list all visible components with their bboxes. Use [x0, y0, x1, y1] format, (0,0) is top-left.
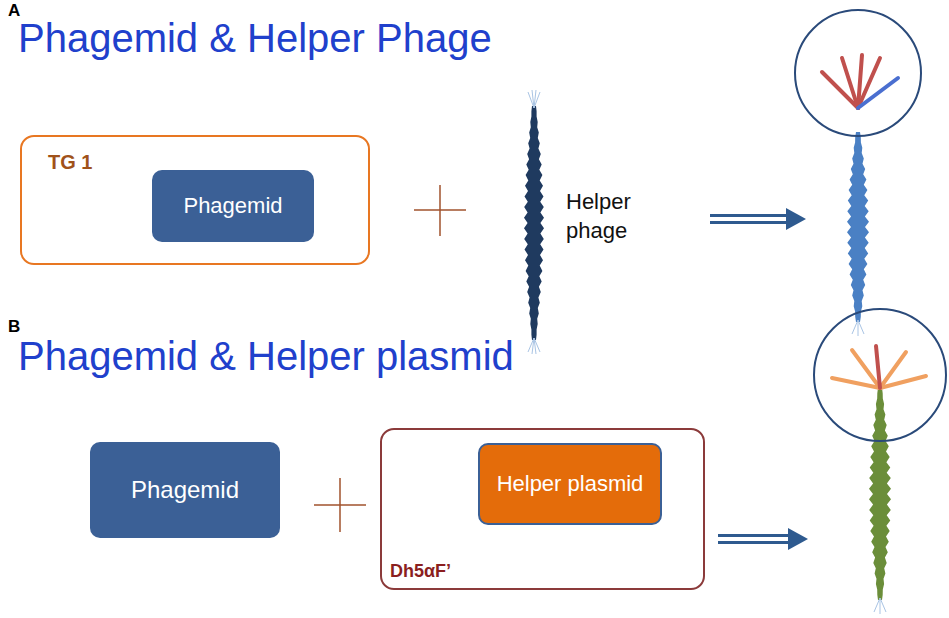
part-label: Helper phage [566, 188, 676, 245]
cell-box: Dh5αF’ Helper plasmid [380, 428, 705, 590]
display-phage [814, 309, 946, 614]
double-arrow [718, 528, 808, 550]
helper-phage [524, 90, 544, 354]
plasmid-box: Helper plasmid [478, 443, 662, 525]
cell-box: TG 1 Phagemid [20, 135, 370, 265]
box-label: Phagemid [131, 475, 239, 505]
plus-sign [314, 478, 366, 532]
cell-label: TG 1 [48, 151, 92, 174]
display-phage [795, 10, 921, 336]
cell-label: Dh5αF’ [390, 561, 451, 582]
panel-title: Phagemid & Helper plasmid [18, 330, 514, 382]
plasmid-box: Phagemid [152, 170, 314, 242]
box-label: Helper plasmid [497, 470, 644, 498]
double-arrow [710, 208, 806, 230]
panel-title: Phagemid & Helper Phage [18, 12, 492, 64]
box-label: Phagemid [183, 192, 282, 220]
plasmid-box: Phagemid [90, 442, 280, 538]
plus-sign [414, 185, 466, 236]
